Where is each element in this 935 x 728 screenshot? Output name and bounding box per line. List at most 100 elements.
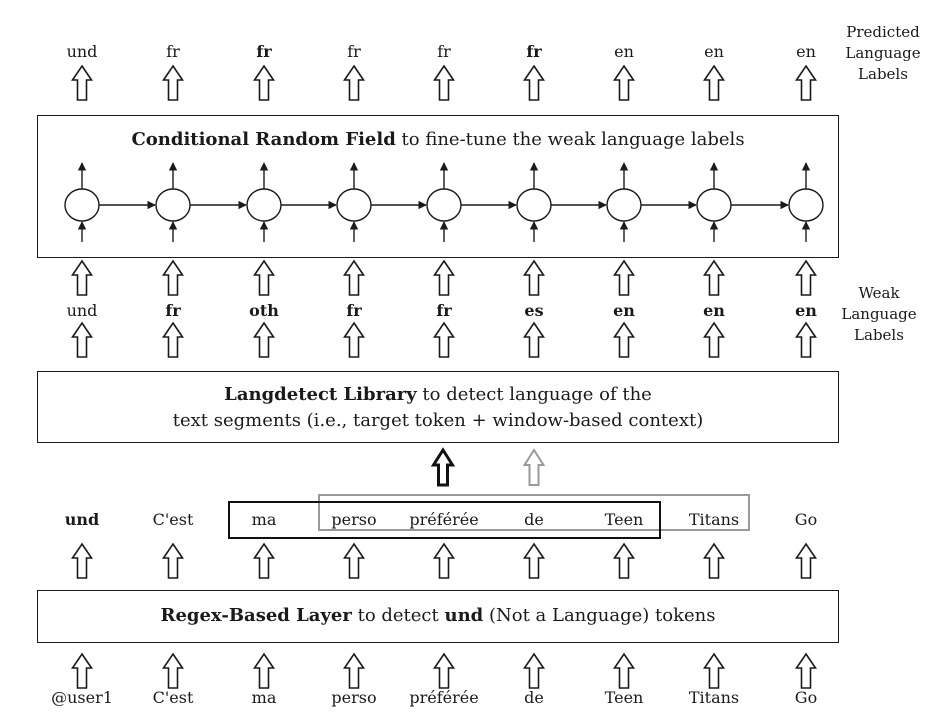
weak-label: fr <box>165 301 181 320</box>
input-token: Teen <box>604 688 644 707</box>
weak-label: oth <box>249 301 279 320</box>
weak-label: en <box>795 301 817 320</box>
predicted-up-arrow-icon <box>432 64 456 101</box>
regex-up-arrow-icon <box>342 542 366 579</box>
weak-up-arrow-icon <box>70 321 94 358</box>
crf-to-weak-up-arrow-icon <box>702 259 726 296</box>
predicted-label: und <box>66 42 98 61</box>
langdetect-box: Langdetect Library to detect language of… <box>37 371 839 443</box>
crf-node <box>64 188 100 222</box>
input-token: Titans <box>688 688 740 707</box>
crf-node <box>246 188 282 222</box>
crf-to-weak-up-arrow-icon <box>252 259 276 296</box>
regex-up-arrow-icon <box>612 542 636 579</box>
regex-up-arrow-icon <box>794 542 818 579</box>
regex-output-token: und <box>64 510 100 529</box>
regex-output-token: ma <box>251 510 277 529</box>
langdetect-title-bold: Langdetect Library <box>224 384 417 405</box>
crf-title-rest: to fine-tune the weak language labels <box>395 129 745 150</box>
regex-output-token: Go <box>794 510 818 529</box>
crf-node <box>516 188 552 222</box>
weak-labels-title: Weak Language Labels <box>834 283 924 346</box>
crf-to-weak-up-arrow-icon <box>342 259 366 296</box>
predicted-label: fr <box>166 42 180 61</box>
regex-output-token: Titans <box>688 510 740 529</box>
crf-node <box>426 188 462 222</box>
weak-title-line: Labels <box>854 326 904 344</box>
regex-output-token: C'est <box>152 510 194 529</box>
crf-to-weak-up-arrow-icon <box>70 259 94 296</box>
regex-output-token: perso <box>331 510 377 529</box>
crf-node <box>155 188 191 222</box>
predicted-title-line: Labels <box>858 65 908 83</box>
weak-label: und <box>66 301 98 320</box>
predicted-label: fr <box>437 42 451 61</box>
crf-to-weak-up-arrow-icon <box>612 259 636 296</box>
input-up-arrow-icon <box>161 652 185 689</box>
crf-node <box>606 188 642 222</box>
weak-up-arrow-icon <box>342 321 366 358</box>
weak-up-arrow-icon <box>161 321 185 358</box>
predicted-label: en <box>704 42 724 61</box>
predicted-up-arrow-icon <box>612 64 636 101</box>
context-window-primary <box>228 501 661 539</box>
regex-up-arrow-icon <box>161 542 185 579</box>
input-up-arrow-icon <box>252 652 276 689</box>
predicted-label: fr <box>256 42 272 61</box>
predicted-up-arrow-icon <box>702 64 726 101</box>
regex-box: Regex-Based Layer to detect und (Not a L… <box>37 590 839 643</box>
weak-up-arrow-icon <box>702 321 726 358</box>
arrows-layer <box>70 64 818 689</box>
predicted-up-arrow-icon <box>522 64 546 101</box>
regex-und-bold: und <box>444 605 484 626</box>
crf-to-weak-up-arrow-icon <box>161 259 185 296</box>
predicted-label: en <box>614 42 634 61</box>
input-up-arrow-icon <box>342 652 366 689</box>
predicted-label: en <box>796 42 816 61</box>
regex-output-token: de <box>524 510 544 529</box>
crf-chain <box>64 162 824 242</box>
langdetect-line2: text segments (i.e., target token + wind… <box>172 410 704 431</box>
input-up-arrow-icon <box>702 652 726 689</box>
weak-label: es <box>524 301 544 320</box>
weak-title-line: Weak <box>858 284 900 302</box>
crf-node <box>336 188 372 222</box>
langdetect-line1: Langdetect Library to detect language of… <box>38 382 838 408</box>
weak-label: fr <box>346 301 362 320</box>
regex-title-bold: Regex-Based Layer <box>160 605 352 626</box>
crf-to-weak-up-arrow-icon <box>432 259 456 296</box>
crf-to-weak-up-arrow-icon <box>794 259 818 296</box>
input-token: préférée <box>409 688 479 707</box>
weak-up-arrow-icon <box>612 321 636 358</box>
input-up-arrow-icon <box>612 652 636 689</box>
predicted-labels-title: Predicted Language Labels <box>838 22 928 85</box>
secondary-window-up-arrow-icon <box>522 448 546 486</box>
predicted-up-arrow-icon <box>252 64 276 101</box>
predicted-title-line: Language <box>845 44 921 62</box>
crf-title-bold: Conditional Random Field <box>131 129 396 150</box>
regex-up-arrow-icon <box>522 542 546 579</box>
regex-up-arrow-icon <box>432 542 456 579</box>
weak-up-arrow-icon <box>522 321 546 358</box>
crf-node <box>696 188 732 222</box>
weak-label: en <box>613 301 635 320</box>
regex-up-arrow-icon <box>252 542 276 579</box>
predicted-label: fr <box>347 42 361 61</box>
weak-up-arrow-icon <box>252 321 276 358</box>
crf-node <box>788 188 824 222</box>
input-up-arrow-icon <box>70 652 94 689</box>
crf-title: Conditional Random Field to fine-tune th… <box>38 127 838 153</box>
predicted-up-arrow-icon <box>342 64 366 101</box>
regex-title-rest: (Not a Language) tokens <box>483 605 716 626</box>
input-token: Go <box>794 688 818 707</box>
predicted-title-line: Predicted <box>846 23 920 41</box>
regex-title-mid: to detect <box>351 605 445 626</box>
crf-box: Conditional Random Field to fine-tune th… <box>37 115 839 258</box>
input-token: C'est <box>152 688 194 707</box>
predicted-up-arrow-icon <box>794 64 818 101</box>
weak-up-arrow-icon <box>432 321 456 358</box>
regex-up-arrow-icon <box>702 542 726 579</box>
input-token: de <box>524 688 544 707</box>
langdetect-title-rest: to detect language of the <box>416 384 652 405</box>
